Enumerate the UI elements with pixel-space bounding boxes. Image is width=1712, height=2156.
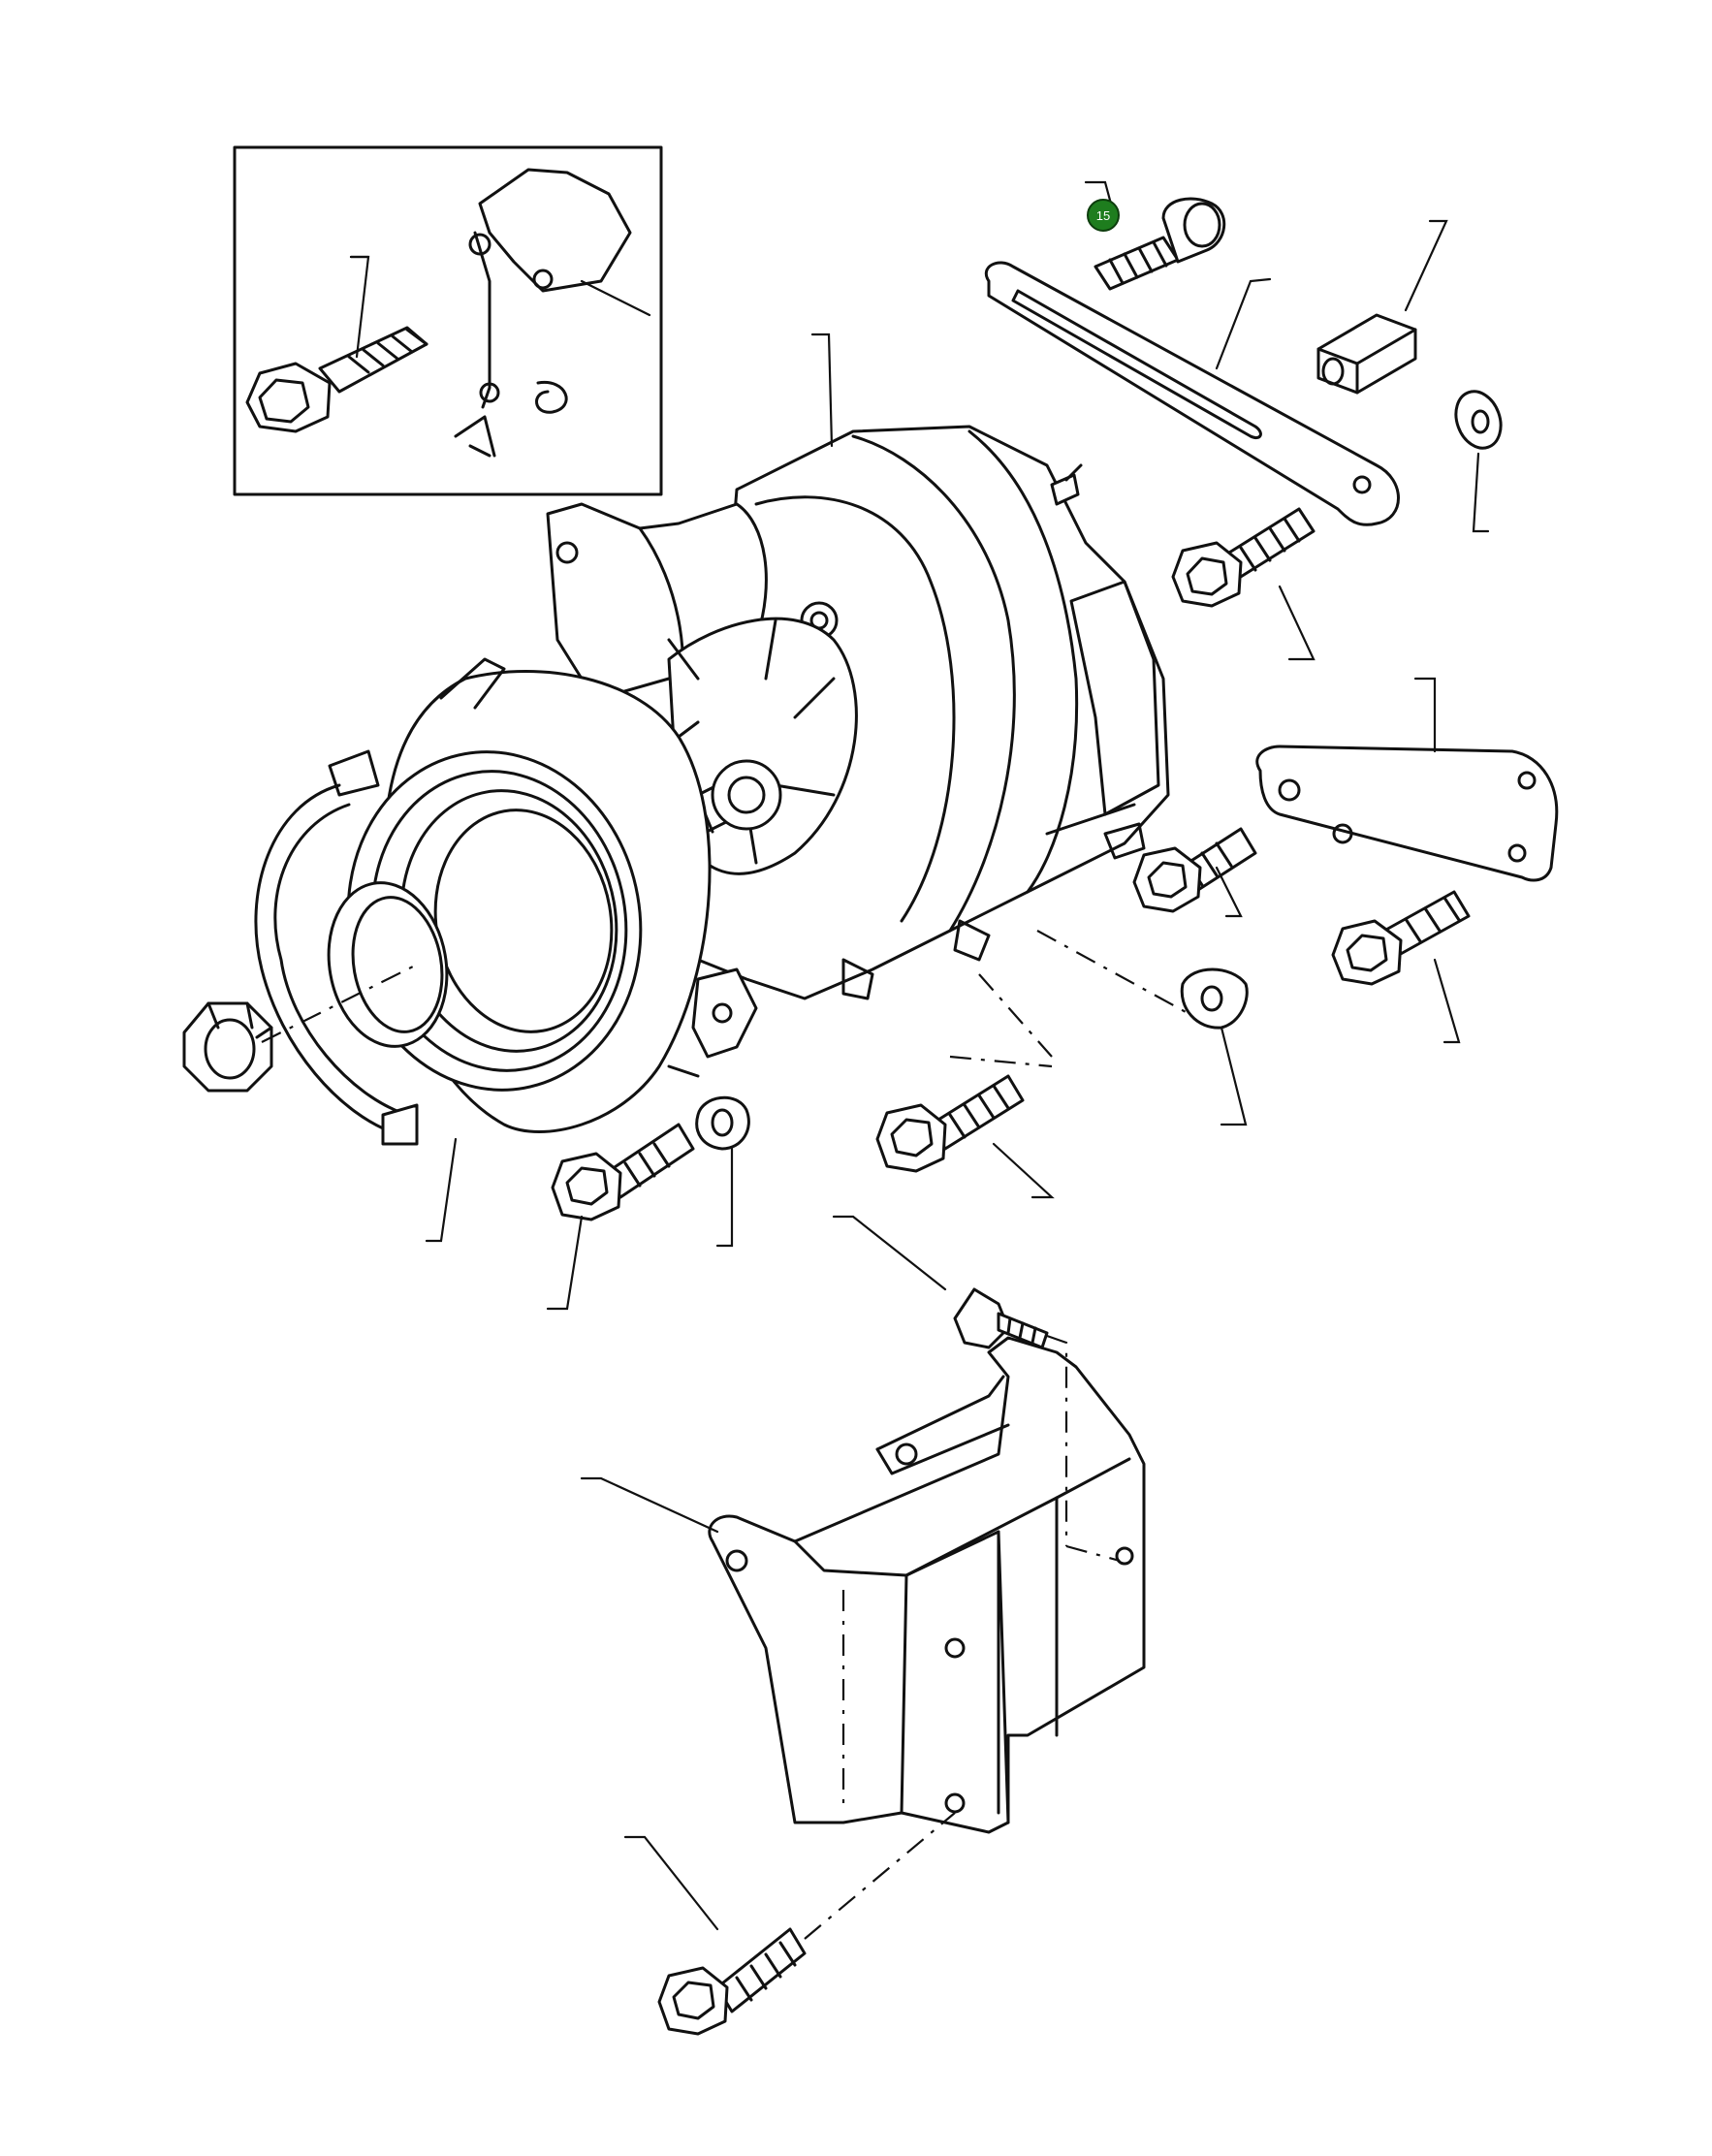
- bracket-upper-bolt[interactable]: [953, 1287, 1049, 1349]
- pulley-nut[interactable]: [182, 1001, 273, 1093]
- leader-lines: [349, 180, 1490, 1931]
- flat-washer-lower[interactable]: [1180, 967, 1249, 1030]
- bracket-lower-bolt[interactable]: [657, 1927, 807, 2036]
- rear-support-plate[interactable]: [1255, 745, 1559, 882]
- spacer-sleeve[interactable]: [1316, 313, 1417, 395]
- rear-plate-bolt[interactable]: [1331, 890, 1471, 986]
- inset-flange-bolt[interactable]: [245, 326, 428, 433]
- spring-washer[interactable]: [695, 1095, 750, 1151]
- link-pivot-bolt[interactable]: [1171, 507, 1316, 608]
- plain-washer[interactable]: [1448, 385, 1508, 454]
- adjusting-link-bolt[interactable]: [1094, 197, 1226, 291]
- adjusting-link[interactable]: [985, 261, 1400, 526]
- front-pivot-bolt[interactable]: [551, 1123, 695, 1221]
- alternator-assembly[interactable]: [546, 425, 1170, 1059]
- rear-mount-bolt-upper[interactable]: [1132, 827, 1257, 913]
- hotspot-15-label: 15: [1096, 208, 1110, 223]
- hotspot-15[interactable]: 15: [1087, 199, 1120, 232]
- mounting-bracket[interactable]: [708, 1336, 1146, 1834]
- hotspot-badge[interactable]: [1087, 199, 1120, 232]
- lower-mount-bolt[interactable]: [875, 1074, 1025, 1173]
- pulley-and-fan-disc[interactable]: [254, 657, 712, 1146]
- inset-detail-view: [233, 145, 663, 496]
